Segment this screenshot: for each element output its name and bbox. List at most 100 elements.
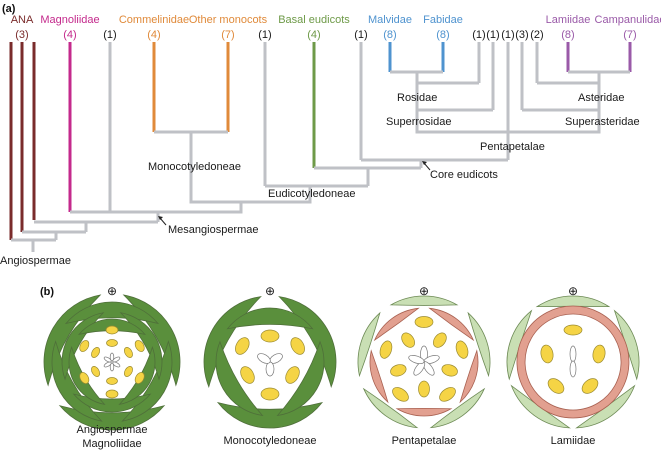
tip-clade-name: Basal eudicots — [278, 14, 350, 26]
phylogenetic-tree: (3)ANA(4)Magnoliidae(1)(4)Commelinidae(7… — [9, 14, 661, 252]
stamen — [563, 324, 583, 336]
internal-branch — [70, 202, 243, 214]
perianth-segment — [373, 307, 420, 342]
tip-count: (7) — [623, 29, 636, 41]
carpel — [257, 353, 271, 364]
tip-count: (7) — [221, 29, 234, 41]
perianth-segment — [43, 294, 102, 387]
stamen — [105, 325, 119, 335]
carpel — [408, 355, 425, 365]
stamen — [414, 316, 434, 328]
caption-pentapetalae: Pentapetalae — [392, 435, 457, 447]
perianth-segment — [119, 312, 163, 381]
tip-clade-name: ANA — [11, 14, 34, 26]
stamen — [134, 372, 145, 384]
internal-branch — [189, 132, 312, 204]
perianth-segment — [575, 384, 636, 429]
stamen — [79, 340, 90, 352]
corolla-tube — [516, 305, 630, 419]
tip-count: (8) — [436, 29, 449, 41]
tip-count: (4) — [147, 29, 160, 41]
stamen — [290, 337, 305, 355]
panel-b-label: (b) — [40, 286, 54, 298]
caption-magnoliidae: Magnoliidae — [82, 438, 141, 450]
node-label-mesangiospermae: Mesangiospermae — [168, 224, 259, 236]
perianth-segment — [121, 340, 173, 422]
tip-clade-name: Campanulidae — [595, 14, 661, 26]
carpel — [265, 361, 275, 377]
stamen — [540, 344, 554, 364]
perianth-segment — [51, 340, 103, 422]
node-label-angiospermae: Angiospermae — [0, 255, 71, 267]
node-label-asteridae: Asteridae — [578, 92, 624, 104]
carpel — [112, 361, 121, 368]
tip-clade-name: Magnoliidae — [40, 14, 99, 26]
carpel — [103, 356, 112, 363]
stamen — [379, 340, 393, 359]
stamen — [134, 340, 145, 352]
stamen — [235, 337, 250, 355]
stamen — [106, 339, 118, 347]
stamen — [79, 372, 90, 384]
stamen — [91, 366, 100, 377]
stamen — [433, 332, 447, 348]
stamen — [390, 364, 407, 377]
tip-count: (1) — [354, 29, 367, 41]
node-label-superasteridae: Superasteridae — [565, 116, 640, 128]
actinomorphic-symbol-icon: ⊕ — [107, 284, 117, 298]
node-label-pentapetalae: Pentapetalae — [480, 141, 545, 153]
perianth-segment — [276, 340, 325, 417]
perianth-segment — [357, 311, 381, 378]
caption-monocotyledoneae: Monocotyledoneae — [224, 435, 317, 447]
floral-diagram-lamiidae — [506, 295, 640, 429]
stamen — [91, 347, 100, 358]
perianth-segment — [428, 307, 475, 342]
perianth-segment — [535, 295, 611, 308]
stamen — [240, 366, 255, 384]
perianth-segment — [362, 387, 419, 429]
stamen — [547, 378, 565, 394]
tip-count: (4) — [63, 29, 76, 41]
perianth-segment — [278, 296, 337, 388]
stamen — [124, 366, 133, 377]
tip-count: (1) — [472, 29, 485, 41]
carpel — [569, 360, 577, 378]
carpel — [109, 362, 115, 372]
node-label-superrosidae: Superrosidae — [386, 116, 451, 128]
carpel — [109, 352, 115, 362]
stamen — [455, 340, 469, 359]
perianth-segment — [226, 307, 314, 330]
tip-count: (1) — [258, 29, 271, 41]
stamen — [285, 366, 300, 384]
tip-clade-name: Other monocots — [189, 14, 268, 26]
node-label-eudicotyledoneae: Eudicotyledoneae — [268, 188, 355, 200]
perianth-segment — [467, 311, 491, 378]
actinomorphic-symbol-icon: ⊕ — [419, 284, 429, 298]
stamen — [441, 364, 458, 377]
carpel — [112, 356, 121, 363]
perianth-segment — [459, 349, 479, 404]
tip-count: (4) — [307, 29, 320, 41]
stamen — [439, 387, 456, 402]
tip-clade-name: Malvidae — [368, 14, 412, 26]
perianth-segment — [613, 309, 640, 381]
floral-diagrams: ⊕⊕⊕⊕ — [43, 284, 640, 431]
stamen — [592, 344, 606, 364]
perianth-segment — [429, 387, 486, 429]
perianth-segment — [216, 401, 324, 429]
floral-diagram-pentapetalae — [357, 295, 491, 429]
node-label-monocotyledoneae: Monocotyledoneae — [148, 161, 241, 173]
tip-count: (8) — [561, 29, 574, 41]
tip-clade-name: Lamiidae — [546, 14, 591, 26]
perianth-segment — [118, 346, 156, 405]
tip-count: (1) — [486, 29, 499, 41]
caption-angiospermae: Angiospermae — [77, 424, 148, 436]
stamen — [401, 332, 415, 348]
panel-a-label: (a) — [2, 3, 16, 15]
tip-count: (2) — [530, 29, 543, 41]
stamen — [392, 387, 409, 402]
stamen — [418, 380, 430, 398]
perianth-segment — [369, 349, 389, 404]
perianth-segment — [395, 407, 453, 417]
